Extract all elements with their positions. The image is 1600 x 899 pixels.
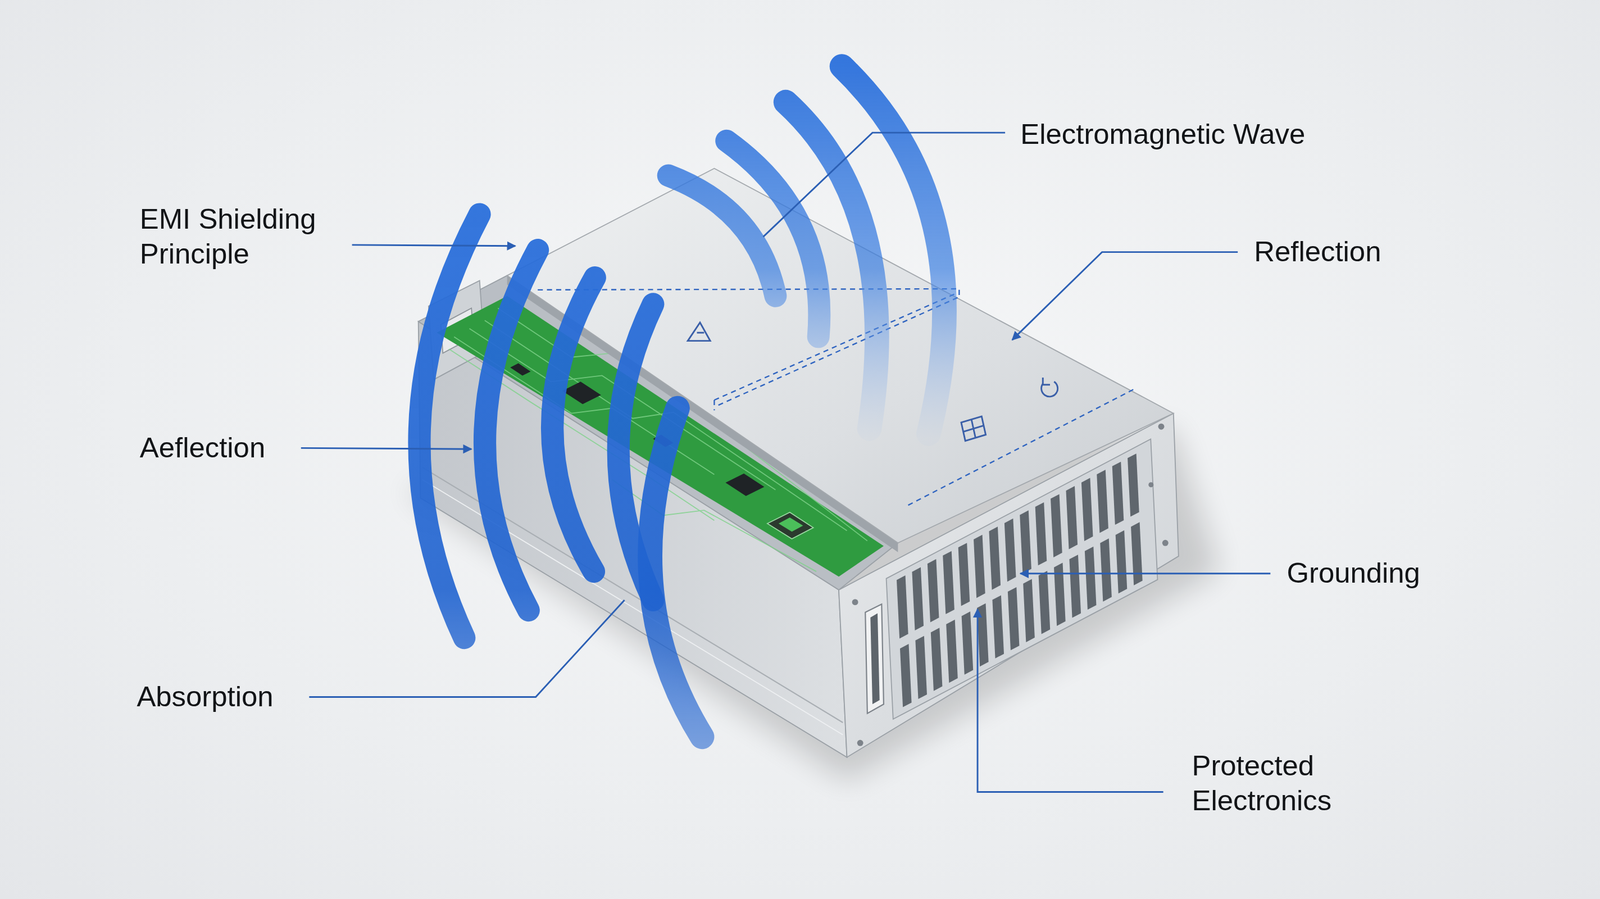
leader-lines-part (352, 244, 516, 247)
shield-lid-part-part (713, 400, 715, 411)
end-panel-details-part (865, 603, 884, 713)
vent-slot (973, 534, 986, 598)
vent-slot (1019, 510, 1032, 574)
vent-slot (915, 635, 927, 699)
callout-label: Absorption (136, 679, 300, 715)
end-panel-details-part (857, 739, 864, 747)
end-panel-details-part (1158, 423, 1165, 430)
vent-slot (1115, 530, 1128, 594)
vent-slot (992, 594, 1004, 658)
end-panel-details-part (852, 598, 859, 606)
vent-slot (1050, 493, 1063, 557)
callout-label: Grounding (1286, 556, 1552, 591)
electromagnetic-waves (419, 66, 945, 737)
vent-slot (1084, 546, 1097, 610)
leader-lines-part (977, 608, 1164, 792)
vent-grill (886, 438, 1158, 719)
circuit-board-part (725, 473, 765, 497)
vent-slot (958, 542, 971, 606)
callout-label: Aeflection (139, 430, 293, 465)
vent-slot (942, 551, 955, 615)
electromagnetic-waves-part (668, 175, 776, 296)
vent-slot (1081, 478, 1094, 542)
vent-slot (911, 567, 924, 631)
electromagnetic-waves-part (552, 277, 595, 572)
vent-slot (1053, 562, 1066, 626)
leader-lines (301, 132, 1271, 792)
shield-lid-part-part (714, 292, 957, 400)
vent-slot (927, 558, 940, 622)
vent-slot (1023, 578, 1035, 642)
lid-icons-part (697, 332, 705, 334)
lid-icons-part (1041, 381, 1058, 397)
lid-icons-part (961, 416, 986, 442)
vent-slot (976, 603, 989, 667)
circuit-board-part (767, 512, 814, 539)
circuit-board-part (562, 381, 602, 404)
vent-slot (988, 526, 1001, 590)
vent-slot (1035, 502, 1048, 566)
vent-slot (896, 575, 909, 639)
end-panel-details-part (1162, 539, 1169, 547)
electromagnetic-waves-part (650, 408, 703, 738)
electromagnetic-waves-part (484, 250, 538, 611)
vent-slot (1100, 538, 1112, 602)
vent-slot (1065, 485, 1078, 549)
vent-slot (900, 643, 912, 707)
leader-lines-part (763, 132, 1006, 237)
vent-slot (1130, 521, 1143, 585)
leader-lines-part (1020, 572, 1271, 575)
lid-icons-part (687, 322, 711, 342)
leader-lines-part (308, 600, 625, 698)
leader-lines-part (1012, 252, 1238, 340)
callout-label: Electromagnetic Wave (1020, 117, 1388, 152)
vent-slot (1096, 469, 1109, 533)
end-panel-details-part (1148, 482, 1154, 488)
vent-slot (961, 611, 974, 675)
vent-slot (1127, 453, 1140, 517)
vent-slot (946, 619, 958, 683)
circuit-board-part (778, 517, 804, 532)
callout-label: EMI Shielding Principle (139, 202, 344, 271)
electromagnetic-waves-part (419, 214, 480, 638)
circuit-board-part (510, 363, 531, 376)
lid-icons-part (1042, 377, 1050, 385)
electromagnetic-waves-part (841, 66, 945, 434)
shield-lid-part-part (718, 296, 962, 406)
lid-icons-part (963, 419, 984, 439)
shield-lid (507, 168, 1174, 553)
vent-slot (1007, 587, 1020, 650)
leader-lines-part (301, 447, 472, 449)
vent-slot (1069, 554, 1081, 618)
vent-slot (1112, 461, 1125, 525)
shield-lid-part-part (537, 288, 959, 298)
vent-slot (1004, 518, 1017, 582)
vent-slot (1038, 570, 1051, 634)
electromagnetic-waves-part (726, 141, 820, 338)
electromagnetic-waves-part (785, 102, 877, 429)
callout-label: Reflection (1253, 234, 1561, 270)
end-panel-details-part (870, 613, 880, 705)
grill-frame (886, 438, 1158, 719)
end-panel-details (852, 423, 1169, 747)
vent-slot (930, 627, 943, 691)
callout-label: Protected Electronics (1191, 748, 1371, 818)
